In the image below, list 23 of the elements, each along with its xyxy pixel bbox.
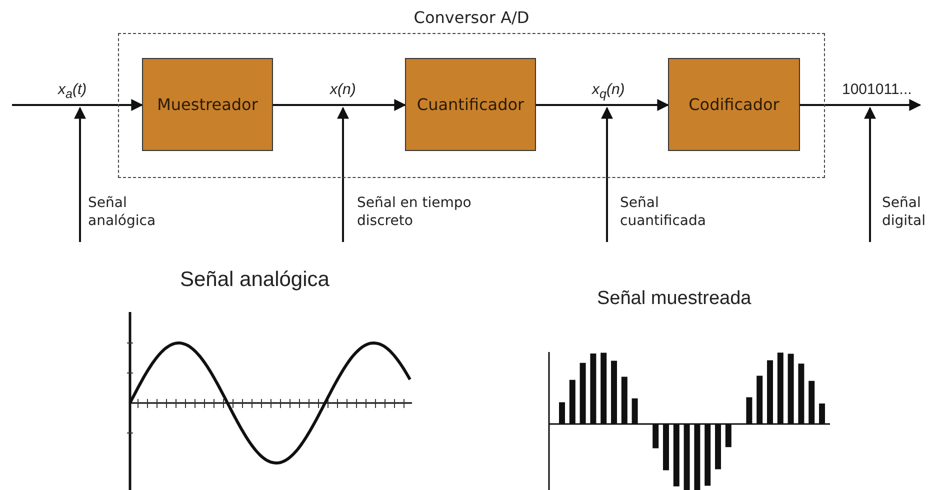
leader-arrow — [601, 106, 613, 242]
leader-arrow — [74, 106, 86, 242]
dashed-group-box — [118, 8, 825, 178]
group-title: Conversor A/D — [412, 8, 530, 28]
process-box: Cuantificador — [405, 58, 536, 151]
process-box: Muestreador — [142, 58, 273, 151]
edge-label: x(n) — [330, 81, 356, 98]
signal-caption: Señal digital — [882, 194, 928, 242]
arrow — [273, 99, 406, 111]
process-box: Codificador — [668, 58, 800, 151]
arrow — [12, 99, 144, 111]
leader-arrow — [337, 106, 349, 242]
plot-title: Señal analógica — [180, 268, 330, 292]
plot-title: Señal muestreada — [597, 288, 752, 310]
arrow — [536, 99, 670, 111]
leader-arrow — [864, 106, 876, 242]
edge-label: x$_{q}$(n) — [592, 81, 625, 101]
edge-label: 1001011... — [842, 81, 912, 98]
signal-caption: Señal analógica — [88, 194, 198, 242]
arrow — [800, 99, 922, 111]
signal-caption: Señal en tiempo discreto — [357, 194, 497, 242]
edge-label: x$_{a}$(t) — [58, 81, 87, 101]
signal-caption: Señal cuantificada — [620, 194, 740, 242]
